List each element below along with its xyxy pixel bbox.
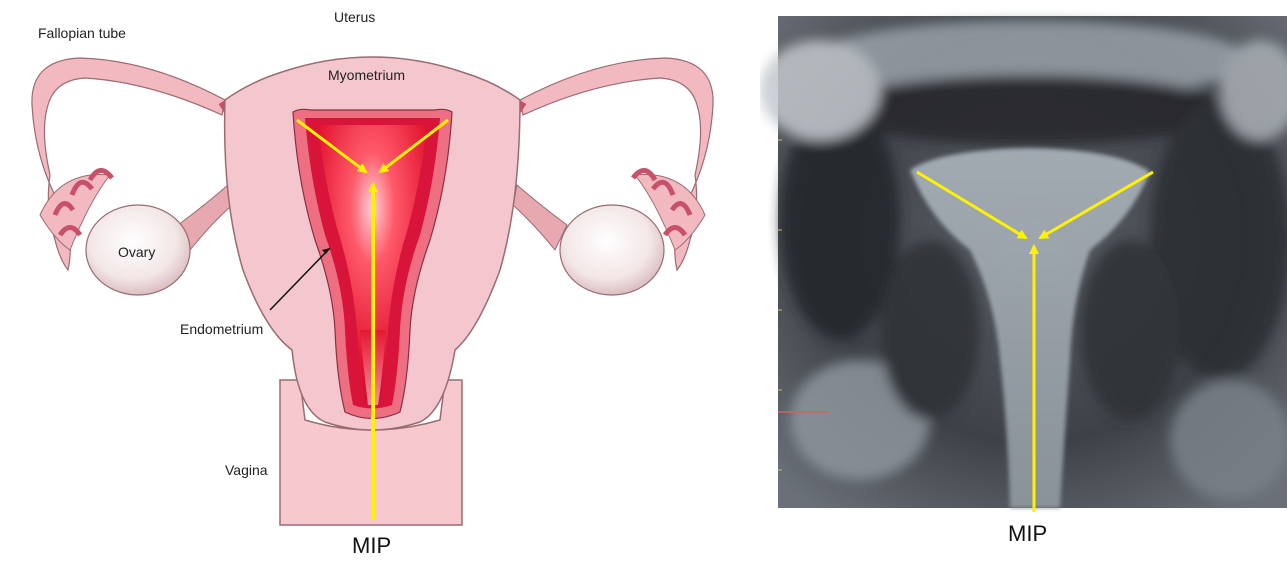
ovary-right xyxy=(560,205,664,295)
vagina-label: Vagina xyxy=(225,462,268,478)
fallopian-tube-label: Fallopian tube xyxy=(38,25,126,41)
mip-label-left: MIP xyxy=(352,533,391,556)
myometrium-label: Myometrium xyxy=(328,67,405,83)
ultrasound-panel: MIP xyxy=(760,0,1287,556)
endometrium-label: Endometrium xyxy=(180,321,263,337)
mip-label-right: MIP xyxy=(1008,521,1047,546)
ultrasound-svg: MIP xyxy=(760,0,1287,556)
anatomy-svg: Uterus Fallopian tube Myometrium Ovary E… xyxy=(0,0,760,556)
uterus-label: Uterus xyxy=(334,9,375,25)
uterus-anatomy-diagram: Uterus Fallopian tube Myometrium Ovary E… xyxy=(0,0,760,556)
ultrasound-image xyxy=(760,16,1287,508)
ovary-label: Ovary xyxy=(118,244,155,260)
